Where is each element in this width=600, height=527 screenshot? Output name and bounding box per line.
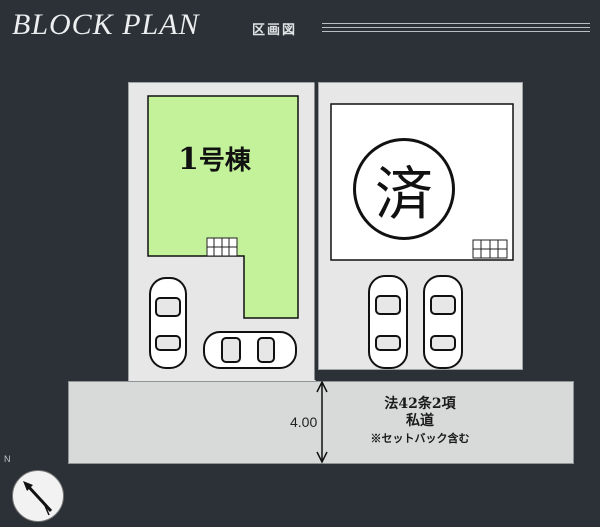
north-arrow-glyph	[23, 481, 53, 516]
car-icon	[149, 277, 187, 369]
building-1-footprint	[147, 95, 299, 319]
page-title: BLOCK PLAN	[12, 8, 200, 41]
road-width-label: 4.00	[290, 414, 318, 430]
header-rule-mid	[322, 27, 590, 28]
lot-2-utility-grid-icon	[472, 239, 508, 259]
road-type-text: 私道	[406, 413, 434, 429]
building-1-number: 1	[178, 142, 199, 177]
road-law-text: 法42条2項	[384, 396, 456, 412]
car-icon	[203, 331, 297, 369]
north-arrow-icon	[12, 470, 64, 522]
lot-1-utility-grid-icon	[206, 237, 238, 257]
building-1-suffix: 号棟	[198, 146, 251, 176]
car-icon	[368, 275, 408, 369]
road-description: 法42条2項 私道 ※セットバック含む	[340, 396, 500, 447]
sold-badge: 済	[353, 138, 455, 240]
header-rule-top	[322, 23, 590, 24]
header-rule-bottom	[322, 31, 590, 32]
private-road	[68, 381, 574, 464]
car-icon	[423, 275, 463, 369]
building-1-label: 1号棟	[178, 140, 251, 177]
road-setback-note: ※セットバック含む	[370, 432, 470, 445]
page-subtitle: 区画図	[252, 23, 298, 38]
compass-label: N	[4, 454, 11, 464]
